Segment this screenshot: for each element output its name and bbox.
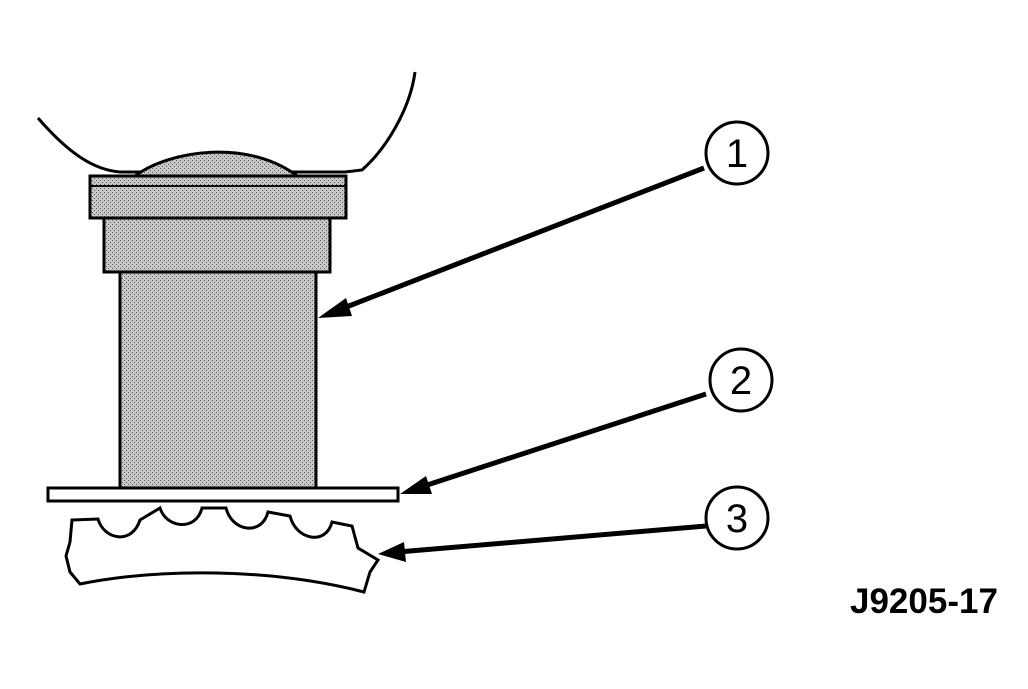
figure-id: J9205-17 xyxy=(850,582,998,621)
callout-2: 2 xyxy=(708,347,774,413)
gear-segment xyxy=(64,505,381,594)
callout-1: 1 xyxy=(704,120,770,186)
tool-dome xyxy=(130,150,305,180)
tool-flange xyxy=(88,174,348,220)
installer-tool-body xyxy=(118,270,318,492)
tool-collar xyxy=(102,216,332,274)
callout-3: 3 xyxy=(704,485,770,551)
shim-plate xyxy=(46,486,400,503)
leader-arrow-1 xyxy=(318,165,705,318)
callout-1-number: 1 xyxy=(726,132,748,176)
callout-3-number: 3 xyxy=(726,497,748,541)
callout-2-number: 2 xyxy=(730,359,752,403)
leader-arrow-2 xyxy=(400,391,707,494)
leader-arrow-3 xyxy=(378,523,707,562)
